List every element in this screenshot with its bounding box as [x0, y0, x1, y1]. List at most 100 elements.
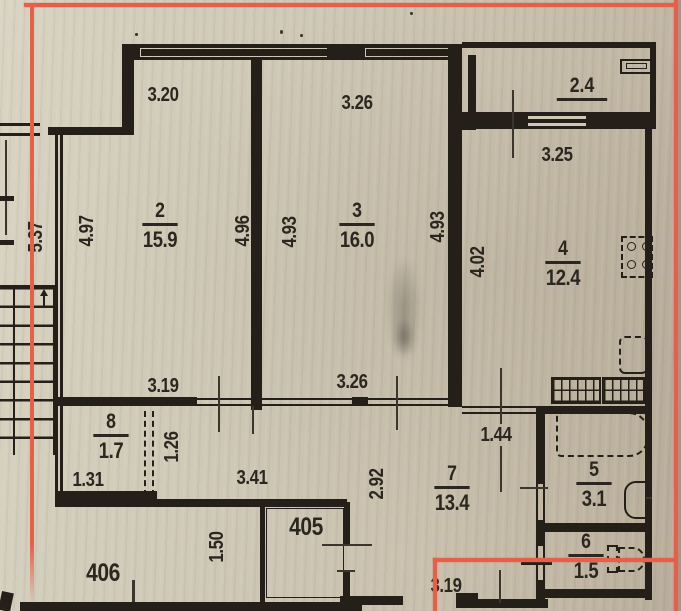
dim-closet-width: 1.31: [72, 469, 104, 491]
dim-balcony-width: 3.25: [541, 144, 573, 166]
dim-hall-depth: 2.92: [366, 468, 388, 500]
scan-dot: [410, 12, 413, 15]
balcony-label: 2.4: [532, 75, 633, 101]
wall: [456, 593, 478, 601]
room3-area: 16.0: [339, 227, 375, 252]
highlight-border-top: [24, 3, 681, 7]
wall: [538, 406, 652, 414]
room7-number: 7: [434, 463, 470, 489]
door-opening: [368, 398, 448, 406]
wall: [55, 397, 197, 406]
balcony-window: [528, 113, 586, 128]
dim-bottom-width: 3.19: [430, 575, 462, 597]
room5-number: 5: [576, 459, 612, 485]
wall: [645, 126, 652, 600]
kitchen-counter-icon: [551, 377, 601, 404]
wall: [536, 520, 545, 546]
wall: [260, 502, 265, 604]
scan-dot: [300, 34, 303, 37]
door-opening: [536, 484, 545, 520]
room4-number: 4: [545, 238, 581, 264]
dim-tick: [512, 90, 514, 158]
room4-label: 4 12.4: [513, 238, 614, 289]
stove-icon: [621, 236, 653, 278]
wall: [344, 572, 350, 604]
wall: [545, 523, 650, 532]
wall-tick: [521, 558, 552, 565]
wall: [55, 499, 347, 507]
burner-icon: [627, 242, 636, 251]
balcony-area: 2.4: [557, 75, 607, 101]
dim-room3-right: 4.93: [427, 211, 449, 243]
room8-label: 8 1.7: [61, 411, 162, 462]
dim-kitchen-left: 4.02: [467, 246, 489, 278]
stairs-direction-arrow-stem: [43, 294, 45, 307]
dim-top-room3: 3.26: [341, 92, 373, 114]
door-opening: [262, 398, 352, 406]
dim-tick: [396, 376, 398, 430]
dim-room3-bottom: 3.26: [336, 371, 368, 393]
room2-number: 2: [142, 200, 178, 226]
dim-hall-width: 3.41: [236, 467, 268, 489]
room7-label: 7 13.4: [402, 463, 503, 514]
scan-smudge: [393, 316, 415, 358]
burner-icon: [627, 259, 636, 269]
stairs-top-edge: [0, 285, 56, 288]
dim-outer-left: 5.37: [25, 221, 47, 253]
highlight-border-step-h: [433, 558, 676, 562]
highlight-border-right: [674, 0, 678, 611]
wall-fragment: [5, 140, 7, 235]
dim-closet-depth: 1.26: [161, 431, 183, 463]
wall: [60, 127, 63, 507]
dim-tick: [500, 446, 502, 492]
wall: [468, 55, 476, 118]
dim-room2-bottom: 3.19: [147, 375, 179, 397]
kitchen-counter-icon: [602, 377, 645, 404]
dim-kitchen-door: 1.44: [480, 424, 512, 446]
stairs-direction-arrow: [40, 289, 48, 296]
room8-number: 8: [93, 411, 129, 437]
window-bar: [141, 49, 327, 56]
stairs-edge: [53, 287, 56, 455]
room3-number: 3: [339, 200, 375, 226]
room5-label: 5 3.1: [544, 459, 645, 510]
wall: [122, 44, 462, 48]
window-bar: [528, 119, 586, 123]
room3-label: 3 16.0: [307, 200, 408, 251]
dim-room3-left: 4.93: [279, 216, 301, 248]
staircase-treads: [0, 287, 55, 455]
scan-dot: [280, 30, 283, 34]
dim-tick: [520, 487, 548, 489]
washbasin-icon: [624, 481, 652, 519]
wall: [122, 57, 462, 60]
room6-number: 6: [568, 531, 604, 557]
wall: [340, 596, 403, 605]
burner-icon: [642, 242, 651, 251]
highlight-border-step-v: [433, 558, 437, 611]
page-edge-shade: [677, 0, 681, 611]
wall: [650, 42, 656, 120]
kitchen-sink-icon: [619, 336, 651, 374]
wall-fragment: [0, 240, 14, 245]
room2-area: 15.9: [142, 227, 178, 252]
wall: [122, 44, 134, 132]
wall-fragment: [0, 196, 14, 201]
wall-fragment: [0, 123, 40, 126]
dim-tick: [252, 406, 254, 434]
dim-room2-right: 4.96: [232, 215, 254, 247]
highlight-border-left: [30, 3, 34, 604]
wall: [344, 502, 350, 546]
wall: [456, 599, 548, 608]
unit-number-406: 406: [86, 559, 120, 587]
room2-label: 2 15.9: [110, 200, 211, 251]
dim-tick: [132, 580, 135, 602]
wall: [55, 491, 157, 499]
room6-label: 6 1.5: [536, 531, 637, 582]
room4-area: 12.4: [545, 265, 581, 290]
balcony-vent-inner: [626, 63, 647, 69]
burner-icon: [642, 259, 651, 269]
wall: [462, 42, 656, 48]
scan-mark: [0, 590, 14, 611]
wall: [327, 44, 365, 60]
